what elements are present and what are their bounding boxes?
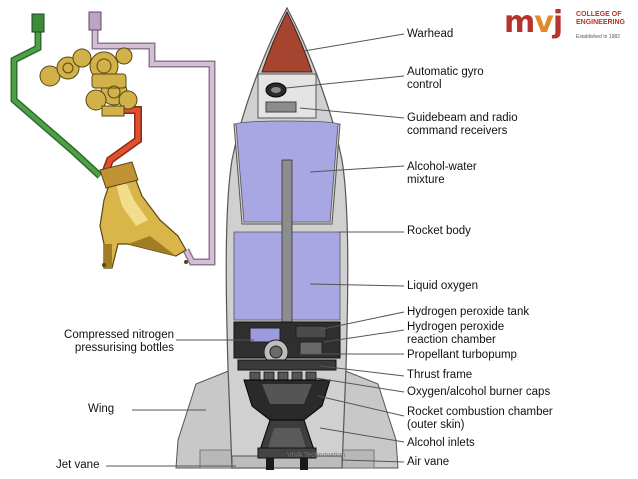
label-propellant-turbopump: Propellant turbopump — [407, 349, 517, 361]
logo-mark: mvj — [504, 5, 563, 40]
logo-college-name: COLLEGE OF ENGINEERING — [576, 11, 626, 26]
label-rocket-body: Rocket body — [407, 225, 471, 237]
label-guidebeam-receivers: Guidebeam and radio command receivers — [407, 112, 518, 137]
label-burner-caps: Oxygen/alcohol burner caps — [407, 386, 551, 398]
label-air-vane: Air vane — [407, 456, 450, 468]
label-alcohol-inlets: Alcohol inlets — [407, 437, 475, 449]
logo-established-text: Established In 1982 — [576, 34, 620, 40]
label-hydrogen-peroxide-tank: Hydrogen peroxide tank — [407, 306, 530, 318]
label-jet-vane: Jet vane — [56, 459, 100, 471]
watermark: VIVA Technovation — [287, 452, 346, 459]
engine-inset-illustration — [0, 0, 222, 283]
label-alcohol-water-mixture: Alcohol-water mixture — [407, 161, 477, 186]
label-wing: Wing — [88, 403, 115, 415]
label-thrust-frame: Thrust frame — [407, 369, 473, 381]
label-rocket-combustion-chamber: Rocket combustion chamber (outer skin) — [407, 406, 553, 431]
leader-lines — [106, 33, 405, 467]
label-hydrogen-peroxide-reaction-chamber: Hydrogen peroxide reaction chamber — [407, 321, 505, 346]
college-logo: mvj COLLEGE OF ENGINEERING Established I… — [504, 6, 632, 48]
label-compressed-nitrogen-bottles: Compressed nitrogen pressurising bottles — [64, 329, 174, 354]
label-automatic-gyro-control: Automatic gyro control — [407, 66, 484, 91]
label-warhead: Warhead — [407, 28, 454, 40]
rocket-illustration — [175, 6, 399, 470]
label-liquid-oxygen: Liquid oxygen — [407, 280, 478, 292]
